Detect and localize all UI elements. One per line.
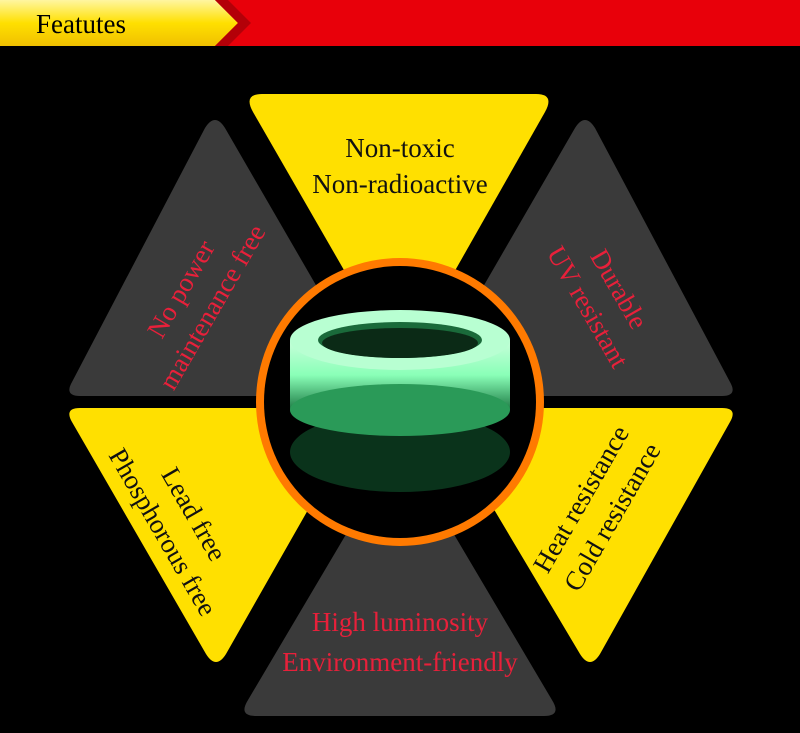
segment-bottom-line-2: Environment-friendly: [282, 647, 518, 677]
segment-bottom-line-1: High luminosity: [311, 607, 489, 637]
segment-bottom-text: High luminosity Environment-friendly: [250, 602, 550, 682]
segment-top-shape: [249, 94, 549, 358]
segment-top-text: Non-toxic Non-radioactive: [300, 130, 500, 202]
glow-tape-roll-icon: [256, 258, 544, 546]
features-banner: [0, 0, 800, 46]
segment-bottom-shape: [244, 452, 556, 716]
segment-top-line-2: Non-radioactive: [312, 169, 488, 199]
banner-title: Featutes: [36, 9, 126, 39]
segment-top-line-1: Non-toxic: [345, 133, 455, 163]
